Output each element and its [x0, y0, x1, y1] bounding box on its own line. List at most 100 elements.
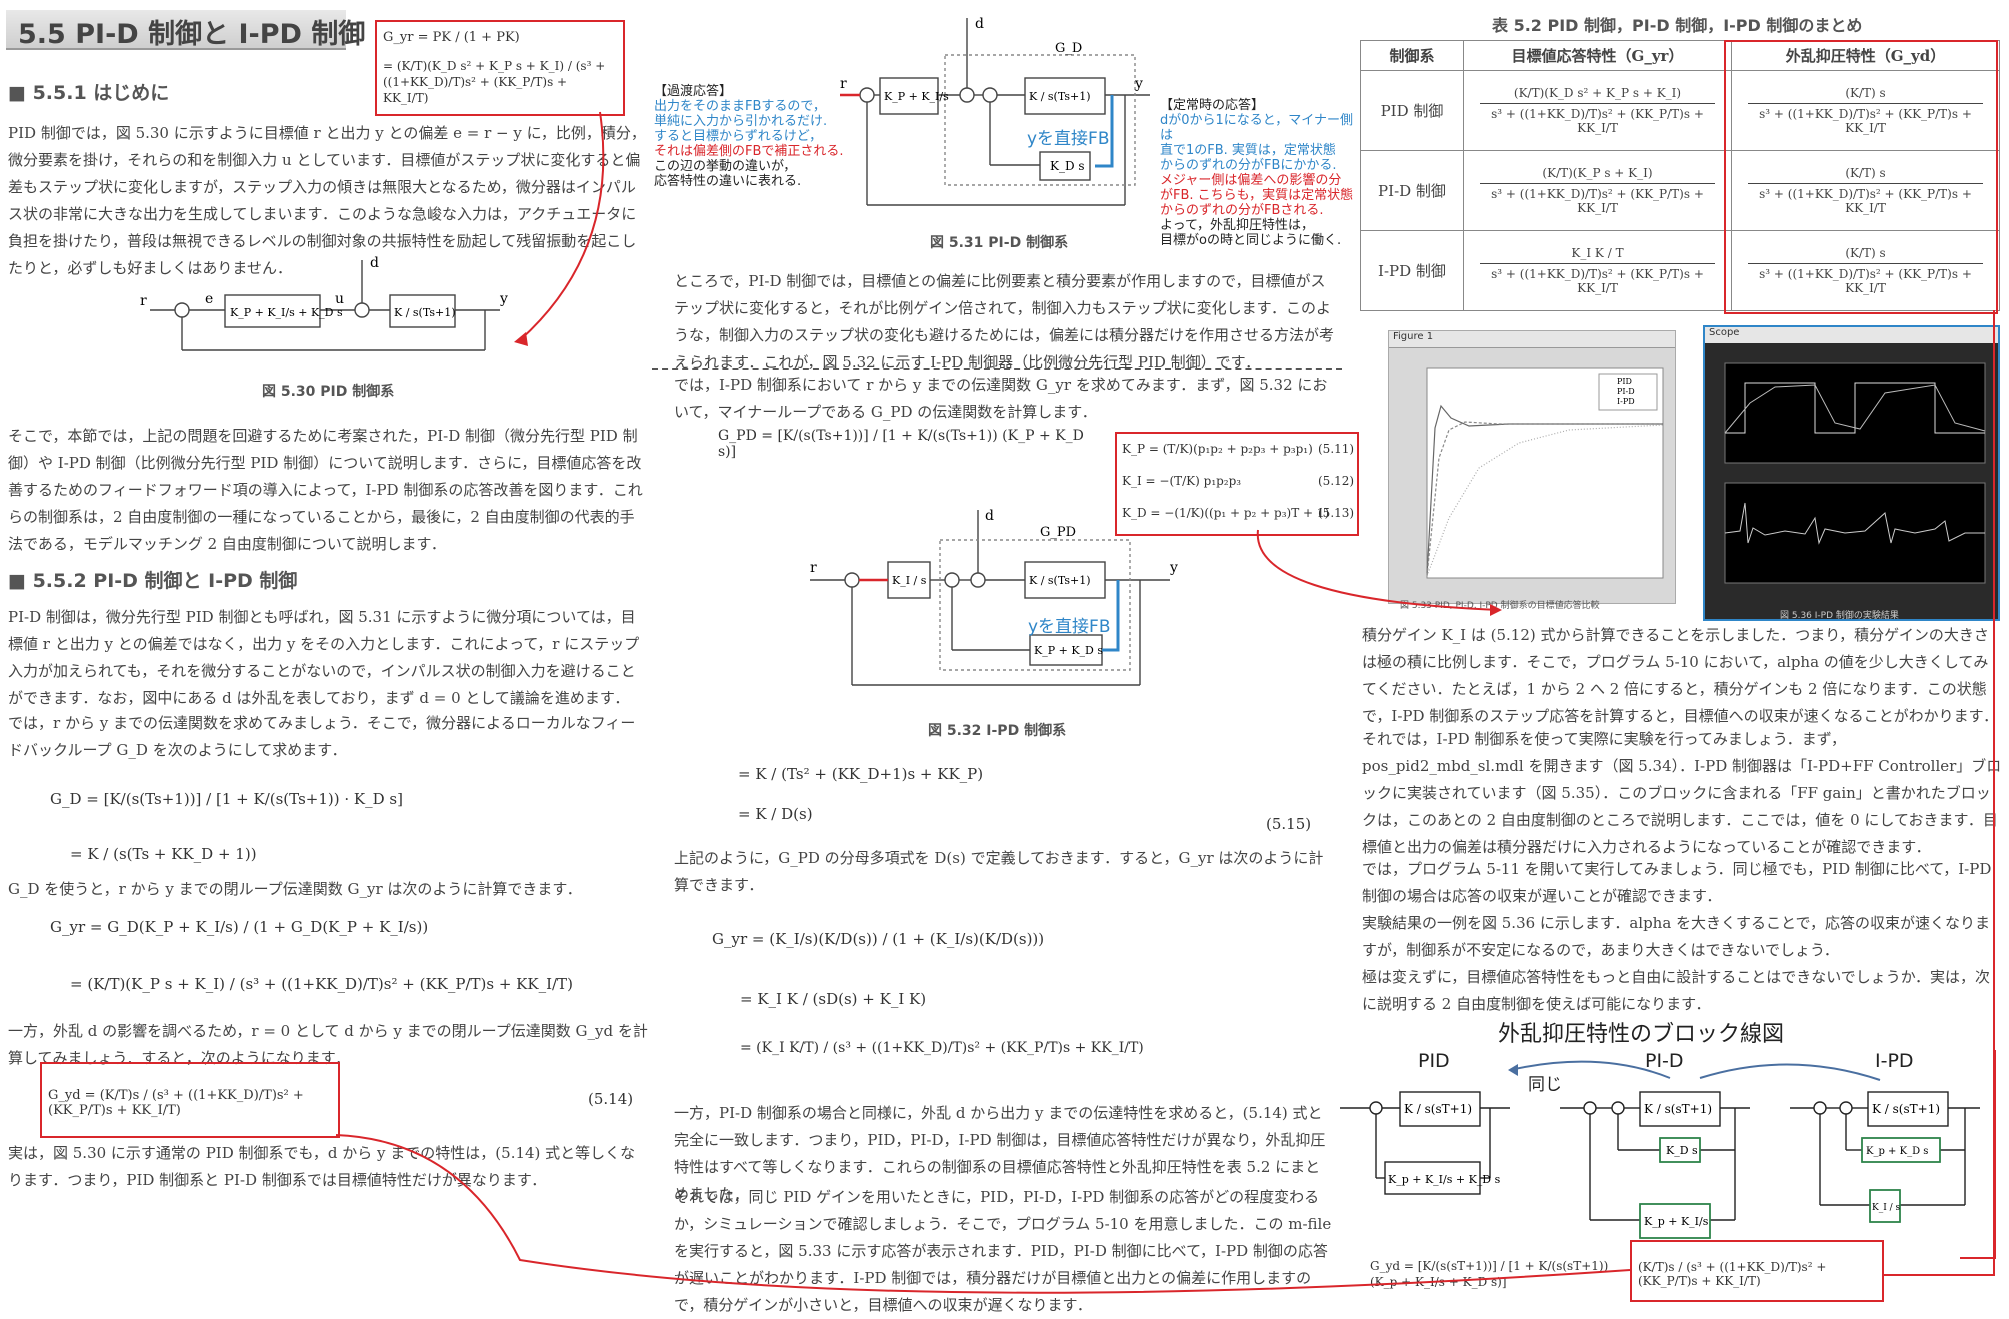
equation-ki: K_I = −(T/K) p₁p₂p₃ [1122, 474, 1242, 488]
label-same: 同じ [1528, 1075, 1562, 1095]
fig531-plant: K / s(Ts+1) [1029, 90, 1091, 103]
gyd-highlight-box [40, 1062, 340, 1138]
equation-number-512: (5.12) [1318, 474, 1355, 488]
table-52: 制御系 目標値応答特性（G_yr） 外乱抑圧特性（G_yd） PID 制御 (K… [1360, 40, 2000, 311]
table-cell-name: PID 制御 [1360, 70, 1464, 151]
fig533-legend-pid: PID [1617, 377, 1632, 386]
paragraph-ki-gain: 積分ゲイン K_I は (5.12) 式から計算できることを示しました．つまり，… [1362, 626, 1999, 725]
note-transient-line5: この辺の挙動の違いが， [654, 159, 797, 174]
fig532-kpd: K_P + K_D s [1034, 644, 1103, 657]
fig531-controller: K_P + K_I/s [884, 90, 949, 103]
equation-gyr-ipd-3: = (K_I K/T) / (s³ + ((1+KK_D)/T)s² + (KK… [740, 1040, 1144, 1056]
table-header-row: 制御系 目標値応答特性（G_yr） 外乱抑圧特性（G_yd） [1360, 40, 2000, 71]
fig530-r-label: r [140, 293, 147, 309]
equation-gyr-result: = (K/T)(K_P s + K_I) / (s³ + ((1+KK_D)/T… [70, 975, 573, 993]
label-pi-d: PI-D [1645, 1050, 1684, 1072]
fig-533-caption: 図 5.33 PID, PI-D, I-PD 制御系の目標値応答比較 [1400, 601, 1600, 611]
bd-pid-d-plant: K / s(sT+1) [1644, 1102, 1712, 1116]
fig531-d-label: d [975, 16, 984, 32]
paragraph-ipd-motivation: ところで，PI-D 制御では，目標値との偏差に比例要素と積分要素が作用しますので… [674, 272, 1335, 371]
fig530-plant: K / s(Ts+1) [394, 306, 456, 319]
fig-532-caption: 図 5.32 I-PD 制御系 [928, 723, 1067, 739]
section-title-bar [6, 10, 346, 50]
paragraph-simulation: それでは，同じ PID ゲインを用いたときに，PID，PI-D，I-PD 制御系… [674, 1188, 1332, 1314]
note-steady-line2: 直で1のFB. 実質は，定常状態 [1160, 143, 1336, 158]
fig532-d-label: d [985, 508, 994, 524]
fig533-legend-pid-d: PI-D [1617, 387, 1635, 396]
paragraph-ds-definition: 上記のように，G_PD の分母多項式を D(s) で定義しておきます．すると，G… [674, 849, 1324, 894]
note-transient-title: 【過渡応答】 [654, 84, 733, 99]
table-cell-name: PI-D 制御 [1360, 150, 1464, 231]
note-steady-title: 【定常時の応答】 [1160, 98, 1265, 113]
equation-gd-result: = K / (s(Ts + KK_D + 1)) [70, 845, 257, 863]
bd-pid-d-kp-ki: K_p + K_I/s [1644, 1215, 1709, 1228]
note-transient-line1: 出力をそのままFBするので， [654, 99, 826, 114]
note-transient-line2: 単純に入力から引かれるだけ. [654, 114, 828, 129]
subsection-551: ■ 5.5.1 はじめに [8, 82, 170, 104]
equation-gyd: G_yd = (K/T)s / (s³ + ((1+KK_D)/T)s² + (… [48, 1088, 304, 1118]
fig531-kd: K_D s [1050, 159, 1085, 173]
equation-gyd-block: G_yd = [K/(s(sT+1))] / [1 + K/(s(sT+1)) … [1370, 1259, 1609, 1289]
fig530-u-label: u [335, 291, 344, 307]
note-steady-line7: よって，外乱抑圧特性は， [1160, 218, 1315, 233]
label-pid: PID [1418, 1050, 1450, 1072]
paragraph-intro: PID 制御では，図 5.30 に示すように目標値 r と出力 y との偏差 e… [8, 124, 646, 277]
equation-gd: G_D = [K/(s(Ts+1))] / [1 + K/(s(Ts+1)) ·… [50, 790, 403, 808]
fig-536-screenshot: Scope [1703, 325, 2000, 621]
label-y-direct-fb-531: yを直接FB [1027, 129, 1110, 149]
bd-ipd-ki: K_I / s [1872, 1203, 1901, 1213]
equation-number-511: (5.11) [1318, 442, 1355, 456]
fig536-window-title: Scope [1705, 327, 1998, 343]
fig-530-caption: 図 5.30 PID 制御系 [262, 384, 395, 400]
section-title: 5.5 PI-D 制御と I-PD 制御 [18, 19, 366, 50]
fig530-d-label: d [370, 255, 379, 271]
table-header-gyr: 目標値応答特性（G_yr） [1463, 40, 1732, 71]
label-y-direct-fb-532: yを直接FB [1028, 617, 1111, 637]
note-transient-line4: それは偏差側のFBで補正される. [654, 144, 844, 159]
note-steady-line5: がFB. こちらも，実質は定常状態 [1160, 188, 1354, 203]
fig532-plant: K / s(Ts+1) [1029, 574, 1091, 587]
fig531-r-label: r [840, 76, 847, 92]
fig532-gpd-label: G_PD [1040, 525, 1076, 540]
note-transient: 【過渡応答】 出力をそのままFBするので， 単純に入力から引かれるだけ. すると… [654, 84, 854, 189]
gain-formula-box [1115, 432, 1359, 536]
equation-gyr-pk: G_yr = PK / (1 + PK) [383, 30, 520, 45]
paragraph-two-dof: 極は変えずに，目標値応答特性をもっと自由に設計することはできないでしょうか．実は… [1362, 968, 1991, 1013]
paragraph-gpd-intro: では，I-PD 制御系において r から y までの伝達関数 G_yr を求めて… [674, 376, 1328, 421]
paragraph-section-overview: そこで，本節では，上記の問題を回避するために考案された，PI-D 制御（微分先行… [8, 427, 643, 553]
equation-kd: K_D = −(1/K)((p₁ + p₂ + p₃)T + 1) [1122, 506, 1330, 520]
paragraph-pid-d-intro: PI-D 制御は，微分先行型 PID 制御とも呼ばれ，図 5.31 に示すように… [8, 608, 640, 707]
note-steady: 【定常時の応答】 dが0から1になると，マイナー側は 直で1のFB. 実質は，定… [1160, 98, 1360, 248]
bd-pid-plant: K / s(sT+1) [1404, 1102, 1472, 1116]
fig530-e-label: e [205, 291, 213, 307]
equation-gpd-ds: = K / D(s) [738, 805, 813, 823]
equation-gpd: G_PD = [K/(s(Ts+1))] / [1 + K/(s(Ts+1)) … [718, 428, 1084, 460]
bd-ipd-plant: K / s(sT+1) [1872, 1102, 1940, 1116]
table-cell-name: I-PD 制御 [1360, 230, 1464, 311]
block-diagram-heading: 外乱抑圧特性のブロック線図 [1498, 1022, 1785, 1047]
note-steady-line3: からのずれの分がFBにかかる. [1160, 158, 1337, 173]
fig532-r-label: r [810, 560, 817, 576]
equation-gpd-simplified: = K / (Ts² + (KK_D+1)s + KK_P) [738, 765, 984, 783]
table-row: PID 制御 (K/T)(K_D s² + K_P s + K_I)s³ + (… [1360, 70, 2000, 151]
equation-kp: K_P = (T/K)(p₁p₂ + p₂p₃ + p₃p₁) [1122, 442, 1313, 456]
fig530-y-label: y [499, 291, 508, 307]
fig-532-diagram: r d y G_PD K_I / s K / s(Ts+1) K_P + K_D… [810, 508, 1178, 686]
fig531-y-label: y [1134, 76, 1143, 92]
fig-531-caption: 図 5.31 PI-D 制御系 [930, 235, 1069, 251]
subsection-552: ■ 5.5.2 PI-D 制御と I-PD 制御 [8, 570, 298, 592]
equation-number-513: (5.13) [1318, 506, 1355, 520]
table-header-system: 制御系 [1360, 40, 1464, 71]
fig533-window-title: Figure 1 [1389, 331, 1675, 348]
table-row: PI-D 制御 (K/T)(K_P s + K_I)s³ + ((1+KK_D)… [1360, 150, 2000, 231]
note-steady-line8: 目標がoの時と同じように働く. [1160, 233, 1342, 248]
bd-pid-controller: K_p + K_I/s + K_D s [1388, 1173, 1501, 1186]
paragraph-experiment: それでは，I-PD 制御系を使って実際に実験を行ってみましょう．まず，pos_p… [1362, 730, 2002, 856]
equation-number-515: (5.15) [1266, 815, 1312, 833]
table-52-title: 表 5.2 PID 制御，PI-D 制御，I-PD 制御のまとめ [1492, 16, 1863, 35]
fig532-y-label: y [1169, 560, 1178, 576]
paragraph-program-511: では，プログラム 5-11 を開いて実行してみましょう．同じ極でも，PID 制御… [1362, 860, 1992, 905]
